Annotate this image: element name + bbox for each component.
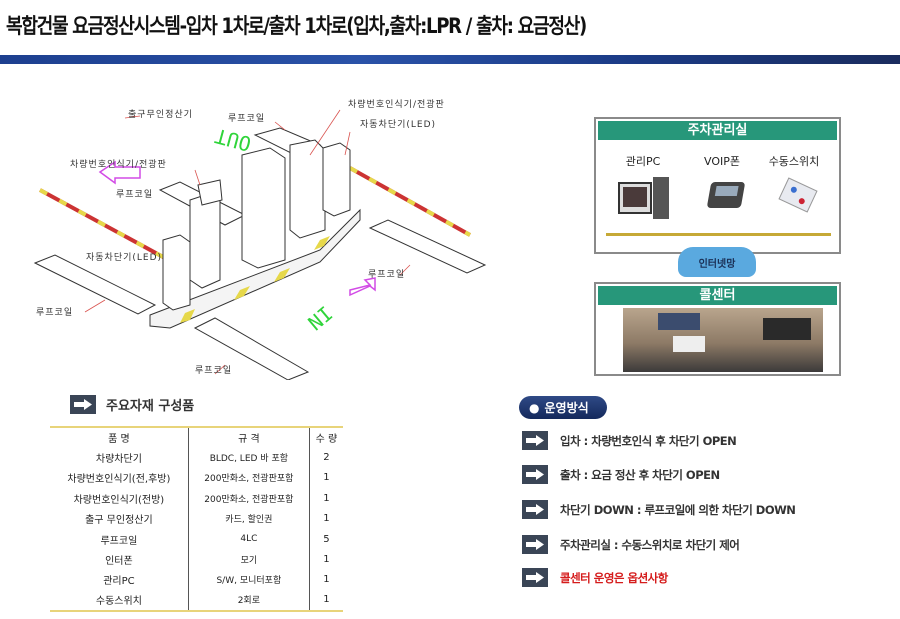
operation-item: 콜센터 운영은 옵션사항 (522, 568, 668, 587)
cell-spec: 모기 (187, 549, 310, 570)
pc-tower-icon (653, 177, 669, 219)
components-table: 품 명 규 격 수 량 차량차단기 BLDC, LED 바 포함 2 차량번호인식기(… (50, 426, 343, 612)
equipment-label-pc: 관리PC (625, 155, 661, 168)
cell-quantity: 5 (323, 533, 330, 545)
table-row: 차량번호인식기(전,후방) 200만화소, 전광판포함 1 (50, 467, 343, 489)
operation-item: 차단기 DOWN : 루프코일에 의한 차단기 DOWN (522, 500, 796, 519)
cell-spec: 4LC (187, 528, 310, 550)
table-row: 차량번호인식기(전방) 200만화소, 전광판포함 1 (50, 488, 343, 509)
operation-item-text: 입차 : 차량번호인식 후 차단기 OPEN (560, 433, 737, 448)
cell-quantity: 2 (323, 452, 330, 464)
cell-item-name: 수동스위치 (95, 596, 142, 608)
label-loop-coil-top: 루프코일 (228, 114, 266, 124)
call-center-photo (623, 308, 823, 372)
cell-item-name: 루프코일 (100, 535, 138, 547)
table-row: 루프코일 4LC 5 (50, 528, 343, 550)
arrow-right-icon (522, 500, 548, 519)
equipment-label-voip: VOIP폰 (704, 155, 740, 168)
cell-item-name: 차량번호인식기(전,후방) (67, 474, 171, 486)
control-room-title: 주차관리실 (598, 121, 837, 140)
cell-spec: S/W, 모니터포함 (187, 569, 310, 591)
internet-cloud-icon: 인터넷망 (678, 247, 756, 277)
cell-quantity: 1 (323, 594, 330, 606)
call-center-title: 콜센터 (598, 286, 837, 305)
lpr-left-camera (197, 179, 223, 206)
operation-heading: ● 운영방식 (519, 396, 607, 419)
table-row: 인터폰 모기 1 (50, 549, 343, 570)
management-pc-icon (618, 182, 652, 214)
voip-phone-icon (706, 182, 746, 208)
header-spec: 규 격 (187, 427, 310, 448)
title-underline-bar (0, 55, 900, 64)
operation-heading-text: 운영방식 (544, 401, 589, 415)
table-row: 차량차단기 BLDC, LED 바 포함 2 (50, 447, 343, 468)
operation-item-text: 출차 : 요금 정산 후 차단기 OPEN (560, 467, 720, 482)
operation-item-text: 차단기 DOWN : 루프코일에 의한 차단기 DOWN (560, 502, 796, 517)
operation-item-text: 콜센터 운영은 옵션사항 (560, 570, 668, 585)
in-arrow-icon (349, 277, 376, 297)
loop-coil-bottom (193, 317, 310, 380)
lpr-left-pole (189, 193, 221, 289)
table-row: 출구 무인정산기 카드, 할인권 1 (50, 508, 343, 529)
exit-kiosk-body (241, 147, 286, 269)
table-header-row: 품 명 규 격 수 량 (50, 427, 343, 448)
bullet-icon: ● (529, 400, 540, 415)
table-row: 수동스위치 2회로 1 (50, 590, 343, 611)
cell-spec: BLDC, LED 바 포함 (187, 447, 310, 468)
cell-item-name: 차량차단기 (95, 454, 142, 466)
cell-quantity: 1 (323, 472, 330, 484)
loop-coil-right (368, 219, 487, 274)
network-line (606, 233, 831, 236)
arrow-right-icon (522, 535, 548, 554)
label-loop-coil-left-lower: 루프코일 (36, 308, 74, 318)
table-row: 관리PC S/W, 모니터포함 1 (50, 569, 343, 591)
operation-item: 입차 : 차량번호인식 후 차단기 OPEN (522, 431, 737, 450)
cell-quantity: 1 (323, 554, 330, 566)
control-room-panel: 주차관리실 관리PC VOIP폰 수동스위치 (594, 117, 841, 254)
equipment-label-switch: 수동스위치 (768, 155, 820, 168)
components-heading-text: 주요자재 구성품 (106, 399, 195, 414)
cell-spec: 2회로 (187, 590, 310, 611)
label-barrier-right: 자동차단기(LED) (360, 120, 437, 130)
label-exit-kiosk: 출구무인정산기 (128, 110, 193, 120)
lpr-right-pole (289, 139, 326, 239)
arrow-right-icon (522, 465, 548, 484)
arrow-right-icon (522, 431, 548, 450)
page-title: 복합건물 요금정산시스템-입차 1차로/출차 1차로(입차,출차:LPR / 출… (6, 14, 587, 38)
label-loop-coil-right: 루프코일 (368, 270, 406, 280)
cell-quantity: 1 (323, 492, 330, 504)
safety-island (149, 208, 361, 329)
header-quantity: 수 량 (315, 434, 338, 446)
header-item-name: 품 명 (108, 434, 130, 446)
components-heading: 주요자재 구성품 (70, 395, 194, 414)
cell-item-name: 관리PC (103, 576, 135, 588)
loop-coil-left-lower (33, 254, 157, 315)
operation-item: 주차관리실 : 수동스위치로 차단기 제어 (522, 535, 740, 554)
cell-item-name: 출구 무인정산기 (85, 515, 153, 527)
cell-spec: 200만화소, 전광판포함 (187, 467, 310, 489)
cell-item-name: 인터폰 (105, 556, 133, 568)
cell-item-name: 차량번호인식기(전방) (73, 494, 165, 506)
cell-quantity: 1 (323, 513, 330, 525)
arrow-right-icon (522, 568, 548, 587)
manual-switch-icon (778, 177, 818, 213)
label-loop-coil-bottom: 루프코일 (195, 366, 233, 376)
label-lpr-display-right: 차량번호인식기/전광판 (348, 100, 445, 110)
label-loop-coil-left-upper: 루프코일 (116, 190, 154, 200)
arrow-right-icon (70, 395, 96, 414)
parking-gate-diagram: 출구무인정산기 루프코일 차량번호인식기/전광판 자동차단기(LED) 차량번호… (30, 90, 500, 380)
barrier-left-body (162, 234, 191, 311)
label-lpr-display-left: 차량번호인식기/전광판 (70, 160, 167, 170)
gate-illustration (33, 109, 487, 380)
operation-item: 출차 : 요금 정산 후 차단기 OPEN (522, 465, 720, 484)
call-center-panel: 콜센터 (594, 282, 841, 376)
cell-spec: 200만화소, 전광판포함 (187, 488, 310, 509)
label-barrier-left: 자동차단기(LED) (86, 253, 163, 263)
cell-quantity: 1 (323, 574, 330, 586)
out-arrow-icon (98, 160, 141, 185)
cell-spec: 카드, 할인권 (187, 508, 310, 529)
internet-label: 인터넷망 (698, 258, 736, 270)
barrier-right-body (322, 142, 351, 217)
operation-item-text: 주차관리실 : 수동스위치로 차단기 제어 (560, 537, 740, 552)
